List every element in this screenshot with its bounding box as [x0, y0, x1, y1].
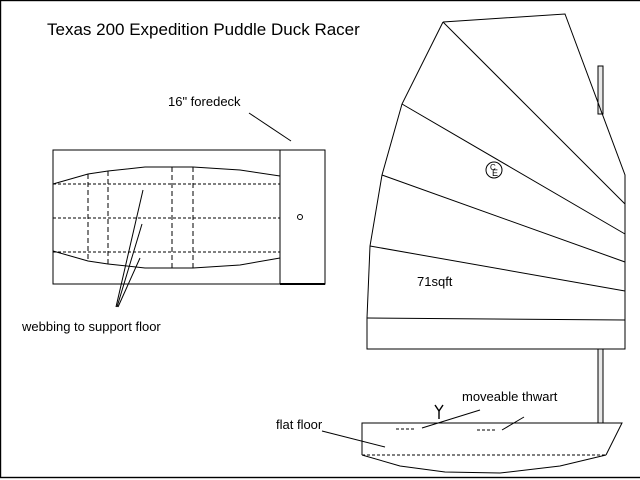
- mast-lower: [597, 348, 604, 424]
- webbing-label: webbing to support floor: [21, 319, 161, 334]
- mast-top: [597, 65, 604, 115]
- webbing-leader-2: [116, 223, 143, 308]
- webbing-leader-3: [117, 257, 141, 308]
- thwart-leader-1: [421, 409, 481, 429]
- sail-view: C E 71sqft: [366, 13, 626, 424]
- mast-step-icon: [297, 214, 303, 220]
- side-profile: moveable thwart flat floor: [276, 389, 623, 474]
- foredeck-label: 16" foredeck: [168, 94, 241, 109]
- oarlock-icon: [434, 404, 444, 419]
- svg-text:E: E: [492, 168, 498, 178]
- moveable-thwart-label: moveable thwart: [462, 389, 558, 404]
- page-title: Texas 200 Expedition Puddle Duck Racer: [47, 20, 360, 39]
- sail-batten-2: [381, 174, 626, 263]
- hull-bottom-rocker: [361, 454, 607, 474]
- foredeck-leader: [248, 112, 292, 142]
- svg-text:C: C: [490, 163, 496, 172]
- sail-batten-1: [401, 103, 626, 235]
- sail-area-label: 71sqft: [417, 274, 453, 289]
- flat-floor-label: flat floor: [276, 417, 323, 432]
- hull-bottom-curve: [52, 250, 281, 269]
- thwart-leader-2: [501, 416, 525, 431]
- sail-boom-line: [366, 317, 626, 321]
- hull-top-curve: [52, 166, 281, 185]
- sail-yard: [442, 21, 626, 205]
- sail-outline: [366, 13, 626, 350]
- hull-side-outline: [361, 422, 623, 456]
- plan-view: webbing to support floor 16" foredeck: [21, 94, 326, 334]
- webbing-leader-1: [115, 189, 144, 308]
- sail-batten-3: [369, 245, 626, 292]
- flat-floor-leader: [321, 430, 386, 448]
- center-of-effort-icon: C E: [485, 161, 503, 179]
